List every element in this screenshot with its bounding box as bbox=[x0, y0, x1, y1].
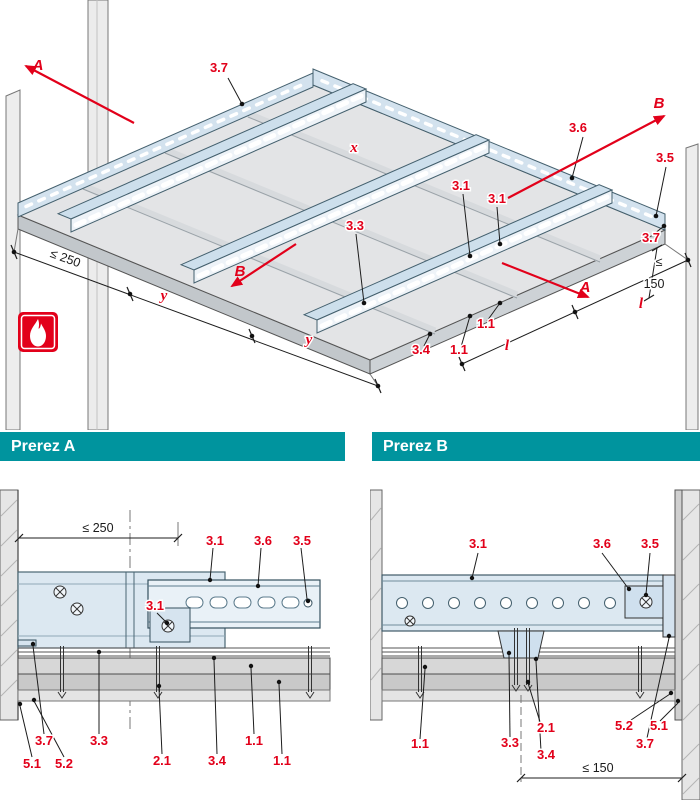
fire-resistance-icon bbox=[18, 312, 58, 352]
callout-3-4: 3.4 bbox=[537, 747, 556, 762]
callout-3-1: 3.1 bbox=[469, 536, 487, 551]
section-arrow-a-top bbox=[24, 65, 135, 124]
callout-5-1: 5.1 bbox=[23, 756, 41, 771]
callout-3-5: 3.5 bbox=[641, 536, 659, 551]
callout-1-1: 1.1 bbox=[411, 736, 429, 751]
callout-2-1: 2.1 bbox=[537, 720, 555, 735]
screw-icon bbox=[404, 615, 416, 627]
section-b-title: Prerez B bbox=[383, 438, 448, 455]
section-b-header: Prerez B bbox=[372, 432, 700, 461]
section-arrow-a-bottom bbox=[501, 261, 590, 299]
callout-3-3: 3.3 bbox=[501, 735, 519, 750]
leader-lines bbox=[17, 547, 311, 758]
callout-1-1: 1.1 bbox=[477, 316, 495, 331]
dim-y: y bbox=[159, 288, 168, 304]
section-marker-b: B bbox=[654, 95, 665, 112]
section-marker-a: A bbox=[32, 57, 44, 74]
screw-icon bbox=[70, 602, 84, 616]
drywall-screws bbox=[415, 646, 645, 699]
drywall-screws bbox=[57, 646, 315, 699]
carrier-rail bbox=[302, 184, 614, 334]
section-a-title: Prerez A bbox=[11, 438, 76, 455]
callout-3-7: 3.7 bbox=[35, 733, 53, 748]
dim-max-250: ≤ 250 bbox=[82, 521, 113, 535]
callout-1-1: 1.1 bbox=[245, 733, 263, 748]
callout-1-1: 1.1 bbox=[273, 753, 291, 768]
callout-3-6: 3.6 bbox=[254, 533, 272, 548]
dim-x: x bbox=[349, 140, 358, 156]
section-arrow-b-top bbox=[507, 115, 666, 199]
callout-5-1: 5.1 bbox=[650, 718, 668, 733]
dim-l: l bbox=[639, 296, 644, 312]
callout-3-5: 3.5 bbox=[656, 150, 674, 165]
callout-3-6: 3.6 bbox=[593, 536, 611, 551]
connector-bracket bbox=[624, 585, 664, 619]
leader-lines bbox=[227, 77, 667, 348]
wall-edge-left bbox=[370, 489, 383, 721]
section-a-header: Prerez A bbox=[0, 432, 345, 461]
callout-5-2: 5.2 bbox=[55, 756, 73, 771]
connector-bracket bbox=[149, 607, 191, 643]
callout-2-1: 2.1 bbox=[153, 753, 171, 768]
ceiling-deck bbox=[16, 84, 667, 375]
callout-3-1: 3.1 bbox=[206, 533, 224, 548]
leader-lines bbox=[419, 552, 681, 752]
perimeter-channel-back bbox=[17, 72, 314, 218]
callout-3-6: 3.6 bbox=[569, 120, 587, 135]
callout-3-1: 3.1 bbox=[452, 178, 470, 193]
dim-l: l bbox=[505, 338, 510, 354]
dim-150: 150 bbox=[644, 277, 665, 291]
callout-3-3: 3.3 bbox=[346, 218, 364, 233]
wall-section bbox=[0, 489, 19, 721]
plasterboard-layers bbox=[381, 657, 676, 702]
callout-3-7: 3.7 bbox=[642, 230, 660, 245]
section-arrow-b-bottom bbox=[230, 243, 297, 288]
carrier-rail bbox=[179, 134, 491, 284]
furring-flange-lines bbox=[18, 647, 330, 657]
callout-3-5: 3.5 bbox=[293, 533, 311, 548]
wall-right bbox=[685, 143, 699, 430]
callout-3-3: 3.3 bbox=[90, 733, 108, 748]
callout-3-4: 3.4 bbox=[208, 753, 227, 768]
callout-3-7: 3.7 bbox=[636, 736, 654, 751]
callout-3-7: 3.7 bbox=[210, 60, 228, 75]
callout-3-1: 3.1 bbox=[488, 191, 506, 206]
perforated-carrier-channel bbox=[381, 574, 664, 632]
callout-3-1: 3.1 bbox=[146, 598, 164, 613]
section-a-drawing: ≤ 250 3.1 3.6 3.5 3.1 3.7 5.1 5.2 3.3 2.… bbox=[0, 489, 331, 773]
edge-channel-at-wall bbox=[662, 574, 676, 638]
callout-1-1: 1.1 bbox=[450, 342, 468, 357]
carrier-rail bbox=[56, 83, 368, 233]
section-marker-a: A bbox=[579, 279, 591, 296]
dimension-max-150 bbox=[516, 695, 687, 783]
dim-max-150: ≤ 150 bbox=[582, 761, 613, 775]
dim-y: y bbox=[304, 332, 313, 348]
isometric-view: A 3.7 B 3.6 3.5 x 3.1 3.1 3.3 3.7 ≤ 150 … bbox=[5, 0, 699, 430]
screw-icon bbox=[53, 585, 67, 599]
callout-5-2: 5.2 bbox=[615, 718, 633, 733]
dim-le: ≤ bbox=[656, 255, 663, 269]
dimension-lines bbox=[10, 228, 692, 394]
section-cut-arrows bbox=[24, 65, 666, 299]
callout-3-4: 3.4 bbox=[412, 342, 431, 357]
dimension-max-250 bbox=[14, 522, 183, 546]
section-marker-b: B bbox=[235, 263, 246, 280]
section-b-drawing: 3.1 3.6 3.5 1.1 3.3 2.1 3.4 5.2 5.1 3.7 … bbox=[370, 489, 700, 800]
wall-section-right bbox=[674, 489, 700, 800]
